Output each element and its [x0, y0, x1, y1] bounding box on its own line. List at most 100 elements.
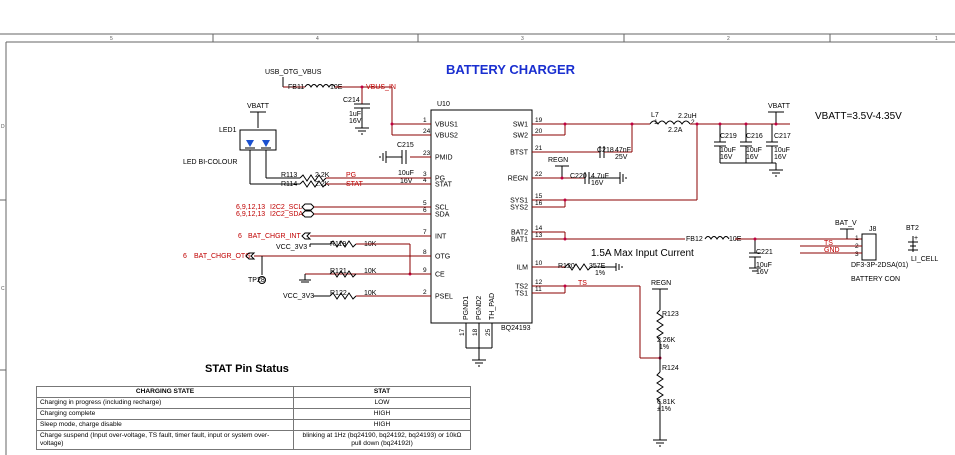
r114-value: 2.2K — [315, 181, 330, 188]
table-cell-state: Charging complete — [36, 408, 294, 420]
ic-pin-label: INT — [435, 234, 447, 241]
table-cell-state: Charge suspend (Input over-voltage, TS f… — [36, 430, 294, 450]
battery-path: FB12 10E C221 10uF 16V BAT_V J8 1 2 3 TS… — [532, 220, 938, 283]
ic-pin-number: 23 — [423, 150, 431, 157]
ts-net-connector: TS — [824, 240, 833, 247]
c218-ref: C218 — [597, 147, 614, 154]
c214-voltage: 16V — [349, 118, 362, 125]
frame-col-3: 3 — [521, 36, 524, 42]
c216-ref: C216 — [746, 133, 763, 140]
ic-pin-number: 24 — [423, 128, 431, 135]
status-led: VBATT LED1 LED BI-COLOUR R113 2.2K PG R1… — [183, 103, 431, 188]
c218-value: 47nF — [615, 147, 631, 154]
sda-refs: 6,9,12,13 — [236, 211, 265, 218]
table-header-state: CHARGING STATE — [36, 386, 294, 398]
ic-pin-label: SYS1 — [510, 198, 528, 205]
table-cell-state: Charging in progress (including recharge… — [36, 397, 294, 409]
sda-net-label: I2C2_SDA — [270, 211, 303, 218]
int-ref: 6 — [238, 233, 242, 240]
c219-value: 10uF — [720, 147, 736, 154]
fb12-ref: FB12 — [686, 236, 703, 243]
c220-value: 4.7uF — [591, 173, 609, 180]
pg-net-label: PG — [346, 172, 356, 179]
sys-node — [532, 198, 697, 208]
l7-value: 2.2uH — [678, 113, 697, 120]
c215-ref: C215 — [397, 142, 414, 149]
ic-pin-number: 6 — [423, 207, 427, 214]
c215-voltage: 16V — [400, 178, 413, 185]
ic-pin-number: 3 — [423, 171, 427, 178]
ic-pin-label: SW2 — [513, 133, 528, 140]
stat-net-label: STAT — [346, 181, 364, 188]
table-row: Sleep mode, charge disable HIGH — [36, 419, 471, 431]
frame-col-2: 2 — [727, 36, 730, 42]
stat-table-title: STAT Pin Status — [205, 363, 289, 375]
regn-label-2: REGN — [651, 280, 671, 287]
otg-net-label: BAT_CHGR_OTG — [194, 253, 251, 260]
r124-value: 6.81K — [657, 399, 676, 406]
ic-pin-number: 5 — [423, 200, 427, 207]
r120-ref: R120 — [558, 263, 575, 270]
r121-ref: R121 — [330, 268, 347, 275]
l7-current: 2.2A — [668, 127, 683, 134]
ic-pin-number: 11 — [535, 286, 542, 293]
page-title: BATTERY CHARGER — [446, 62, 576, 77]
j8-part: DF3-3P-2DSA(01) — [851, 262, 908, 269]
r123-value: 2.26K — [657, 337, 676, 344]
bat-v-label: BAT_V — [835, 220, 857, 227]
ic-pin-label: STAT — [435, 182, 453, 189]
ic-pin-number: 21 — [535, 145, 543, 152]
r120-tolerance: 1% — [595, 270, 605, 277]
c214-ref: C214 — [343, 97, 360, 104]
frame-row-c: C — [1, 286, 5, 292]
c215-value: 10uF — [398, 170, 414, 177]
ic-pin-label: OTG — [435, 254, 450, 261]
switch-node: C218 47nF 25V L7 1 2 2.2uH 2.2A VBATT — [532, 103, 791, 200]
l7-pin1: 1 — [654, 119, 658, 126]
r119-ref: R119 — [330, 241, 346, 248]
ic-pin-label: CE — [435, 272, 445, 279]
c216-value: 10uF — [746, 147, 762, 154]
table-row: Charge suspend (Input over-voltage, TS f… — [36, 430, 471, 450]
c219-voltage: 16V — [720, 154, 733, 161]
ic-pin-number: 2 — [423, 289, 427, 296]
table-row: Charging in progress (including recharge… — [36, 397, 471, 409]
ic-pin-number: 16 — [535, 200, 543, 207]
ic-pin-label: TS1 — [515, 291, 528, 298]
ic-pin-label: PGND1 — [463, 296, 470, 320]
ic-left-pins: 1VBUS124VBUS223PMID3PG4STAT5SCL6SDA7INT8… — [416, 117, 458, 301]
input-current-note: 1.5A Max Input Current — [591, 248, 694, 259]
stat-pin-table: CHARGING STATE STAT Charging in progress… — [36, 386, 471, 450]
ic-pin-number: 15 — [535, 193, 543, 200]
frame-col-4: 4 — [316, 36, 319, 42]
bt2-description: LI_CELL — [911, 256, 938, 263]
j8-pin1: 1 — [855, 235, 859, 242]
r113-ref: R113 — [281, 172, 297, 179]
ic-pin-label: PG — [435, 176, 445, 183]
regn-capacitor: REGN C220 4.7uF 16V — [532, 157, 627, 187]
ic-pin-number: 1 — [423, 117, 427, 124]
tp28-ref: TP28 — [248, 277, 265, 284]
c217-value: 10uF — [774, 147, 790, 154]
i2c-signals: 6,9,12,13 I2C2_SCL 6,9,12,13 I2C2_SDA 6 … — [183, 203, 431, 300]
ic-pin-label: VBUS2 — [435, 133, 458, 140]
c217-ref: C217 — [774, 133, 791, 140]
otg-ref: 6 — [183, 253, 187, 260]
usb-otg-vbus-label: USB_OTG_VBUS — [265, 69, 322, 76]
ic-pin-label: SCL — [435, 205, 449, 212]
frame-col-5: 5 — [110, 36, 113, 42]
ic-pin-number: 22 — [535, 171, 543, 178]
ic-pin-number: 9 — [423, 267, 427, 274]
ic-pin-label: BTST — [510, 150, 529, 157]
